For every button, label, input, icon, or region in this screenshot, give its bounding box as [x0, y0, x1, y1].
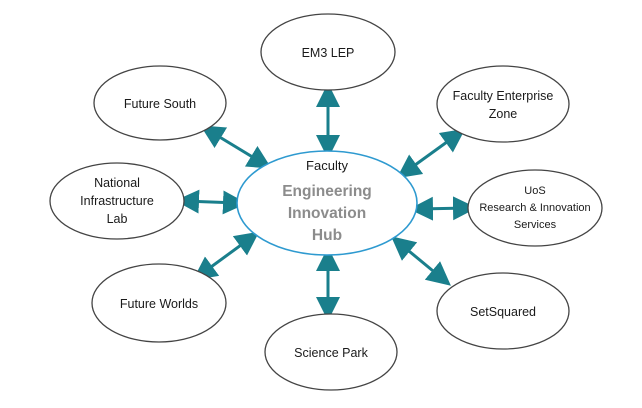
hub-node: Faculty Engineering Innovation Hub — [236, 150, 418, 256]
node-future-worlds-ellipse — [91, 263, 227, 343]
node-science-park: Science Park — [264, 313, 398, 391]
node-science-park-ellipse — [264, 313, 398, 391]
node-national-infrastructure-lab-line-2: Infrastructure — [80, 194, 154, 208]
node-future-south-label: Future South — [124, 97, 196, 111]
node-setsquared-ellipse — [436, 272, 570, 350]
connector-uos-research-innovation — [409, 196, 477, 221]
node-setsquared: SetSquared — [436, 272, 570, 350]
node-uos-research-innovation-line-2: Research & Innovation — [479, 202, 590, 214]
node-setsquared-label: SetSquared — [470, 305, 536, 319]
node-uos-research-innovation-ellipse — [467, 169, 603, 247]
node-faculty-enterprise-zone: Faculty Enterprise Zone — [436, 65, 570, 143]
node-em3-lep-ellipse — [260, 13, 396, 91]
hub-label-top: Faculty — [306, 158, 348, 173]
node-national-infrastructure-lab-ellipse — [49, 162, 185, 240]
node-national-infrastructure-lab-line-3: Lab — [107, 212, 128, 226]
node-science-park-label: Science Park — [294, 346, 368, 360]
node-faculty-enterprise-zone-ellipse — [436, 65, 570, 143]
hub-label-line-2: Innovation — [288, 205, 366, 222]
node-future-south-ellipse — [93, 65, 227, 141]
node-future-south: Future South — [93, 65, 227, 141]
node-uos-research-innovation-line-1: UoS — [524, 185, 545, 197]
node-national-infrastructure-lab: National Infrastructure Lab — [49, 162, 185, 240]
node-uos-research-innovation: UoS Research & Innovation Services — [467, 169, 603, 247]
connectors — [175, 83, 477, 321]
connector-future-south — [200, 125, 272, 169]
node-national-infrastructure-lab-line-1: National — [94, 176, 140, 190]
node-faculty-enterprise-zone-line-2: Zone — [489, 107, 518, 121]
hub-ellipse — [236, 150, 418, 256]
node-em3-lep: EM3 LEP — [260, 13, 396, 91]
node-em3-lep-label: EM3 LEP — [302, 46, 355, 60]
connector-national-infrastructure-lab — [175, 189, 247, 215]
node-uos-research-innovation-line-3: Services — [514, 219, 557, 231]
hub-label-line-3: Hub — [312, 227, 342, 244]
node-faculty-enterprise-zone-line-1: Faculty Enterprise — [453, 89, 554, 103]
connector-setsquared — [391, 236, 451, 286]
node-future-worlds-label: Future Worlds — [120, 297, 198, 311]
hub-label-line-1: Engineering — [282, 183, 372, 200]
connector-future-worlds — [192, 231, 260, 281]
node-future-worlds: Future Worlds — [91, 263, 227, 343]
connector-faculty-enterprise-zone — [396, 128, 466, 179]
